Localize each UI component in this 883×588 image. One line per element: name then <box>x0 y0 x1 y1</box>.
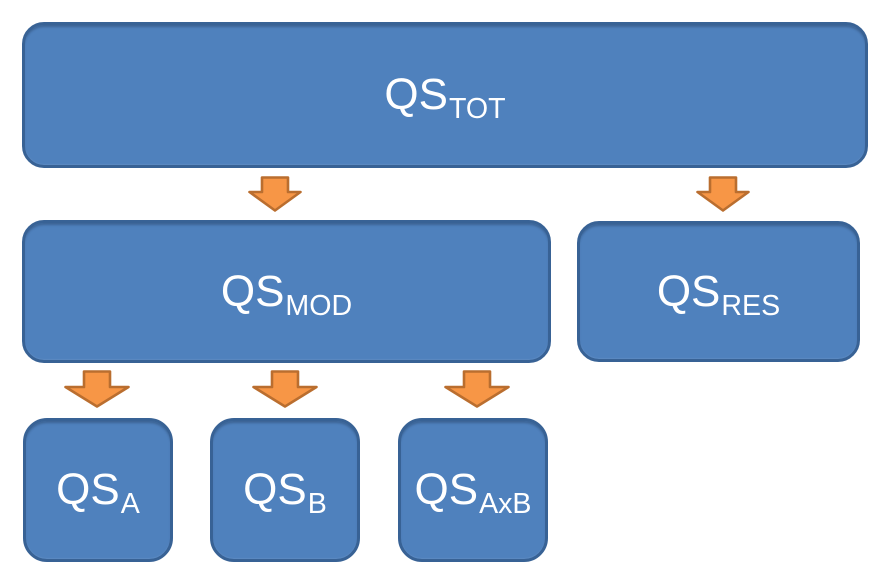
node-qs-b-main-text: QS <box>243 465 307 514</box>
node-qs-a-label: QSA <box>56 465 140 519</box>
node-qs-a-main-text: QS <box>56 465 120 514</box>
node-qs-mod: QSMOD <box>22 220 551 363</box>
node-qs-a: QSA <box>23 418 173 562</box>
node-qs-tot-subscript: TOT <box>448 93 506 126</box>
down-arrow-mod-to-axb-icon <box>444 370 510 408</box>
node-qs-tot: QSTOT <box>22 22 868 168</box>
node-qs-axb-main-text: QS <box>414 465 479 514</box>
node-qs-tot-main-text: QS <box>384 70 448 119</box>
node-qs-axb-label: QSAxB <box>414 465 531 519</box>
down-arrow-mod-to-a-icon <box>64 370 130 408</box>
node-qs-a-subscript: A <box>120 488 140 521</box>
node-qs-mod-main-text: QS <box>220 266 285 316</box>
node-qs-axb: QSAxB <box>398 418 548 562</box>
node-qs-res-label: QSRES <box>656 266 780 320</box>
node-qs-tot-label: QSTOT <box>384 70 505 124</box>
node-qs-res: QSRES <box>577 221 860 362</box>
node-qs-b-label: QSB <box>243 465 327 519</box>
node-qs-res-subscript: RES <box>721 289 781 322</box>
node-qs-axb-subscript: AxB <box>479 488 532 521</box>
down-arrow-mod-to-b-icon <box>252 370 318 408</box>
node-qs-mod-subscript: MOD <box>285 289 353 322</box>
node-qs-res-main-text: QS <box>656 266 721 316</box>
down-arrow-tot-to-res-icon <box>696 176 750 212</box>
node-qs-b: QSB <box>210 418 360 562</box>
node-qs-b-subscript: B <box>307 488 327 521</box>
down-arrow-tot-to-mod-icon <box>248 176 302 212</box>
node-qs-mod-label: QSMOD <box>220 266 352 320</box>
